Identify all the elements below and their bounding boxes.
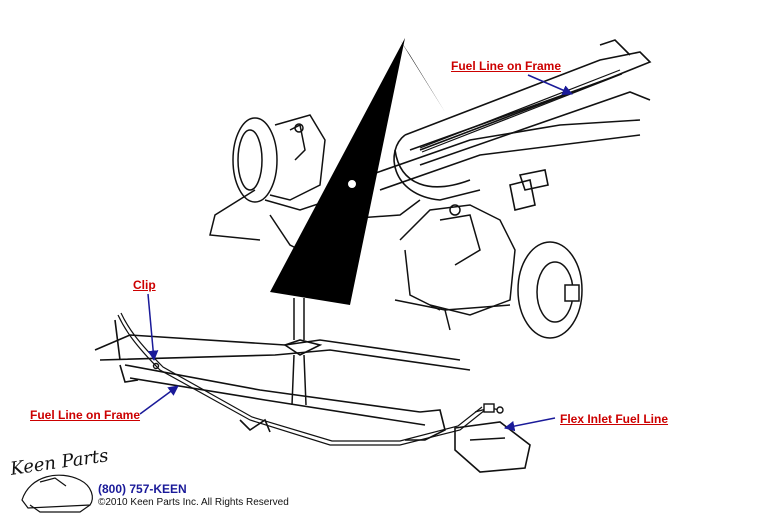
jack-top-spike bbox=[400, 40, 445, 112]
phone-number: (800) 757-KEEN bbox=[98, 482, 187, 496]
fuel-line-bottom bbox=[117, 312, 486, 446]
callout-fuel-line-frame-bottom: Fuel Line on Frame bbox=[30, 408, 141, 422]
fuel-line-top bbox=[419, 69, 623, 153]
front-crossmember bbox=[393, 134, 549, 211]
callout-arrow-flex bbox=[503, 417, 556, 432]
callout-fuel-line-frame-top: Fuel Line on Frame bbox=[451, 59, 562, 73]
frame-upper-rail bbox=[369, 39, 652, 191]
callout-arrow-clip bbox=[147, 293, 159, 362]
lower-frame bbox=[94, 319, 531, 473]
car-logo-icon bbox=[21, 474, 93, 513]
jack-pivot bbox=[348, 180, 356, 188]
flex-inlet-line bbox=[474, 403, 504, 414]
right-wheel-assembly bbox=[329, 199, 583, 339]
jack-triangle bbox=[270, 38, 405, 305]
callout-arrow-bottom bbox=[139, 385, 179, 415]
callout-clip: Clip bbox=[133, 278, 156, 292]
callout-flex-inlet-fuel-line: Flex Inlet Fuel Line bbox=[560, 412, 669, 426]
clip-marker bbox=[152, 362, 160, 370]
copyright-notice: ©2010 Keen Parts Inc. All Rights Reserve… bbox=[98, 497, 289, 508]
callout-arrow-top bbox=[527, 74, 573, 96]
